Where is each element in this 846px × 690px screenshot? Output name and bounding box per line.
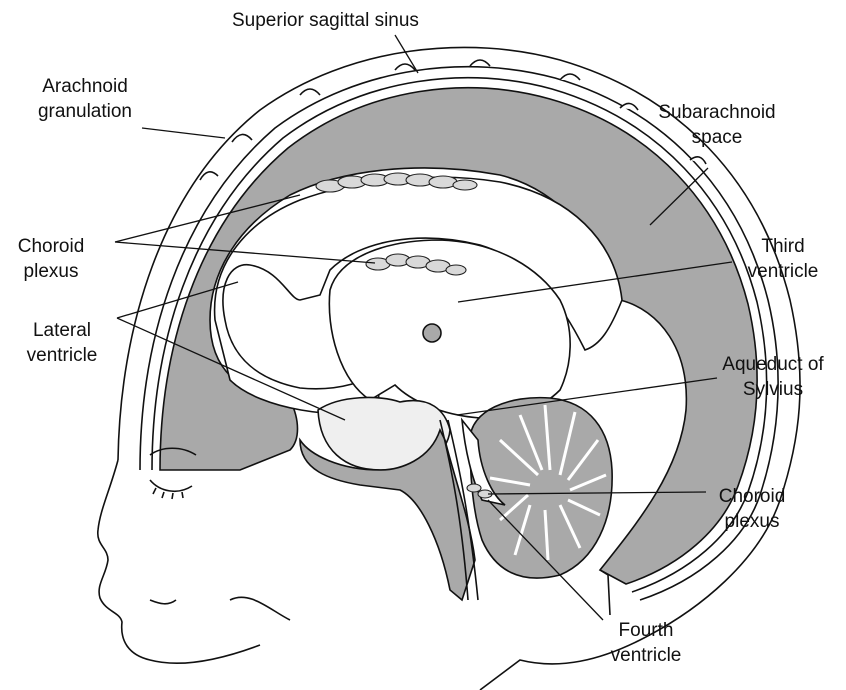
label-line-2: plexus xyxy=(712,509,792,534)
label-superior-sagittal-sinus: Superior sagittal sinus xyxy=(232,8,419,33)
label-line-1: Third xyxy=(735,234,831,259)
mouth xyxy=(150,600,176,604)
label-line-1: Choroid xyxy=(712,484,792,509)
label-arachnoid-granulation: Arachnoid granulation xyxy=(22,74,148,124)
label-line-1: Arachnoid xyxy=(22,74,148,99)
label-line-1: Choroid xyxy=(12,234,90,259)
label-subarachnoid-space: Subarachnoid space xyxy=(652,100,782,150)
label-line-1: Fourth xyxy=(598,618,694,643)
label-aqueduct-of-sylvius: Aqueduct of Sylvius xyxy=(718,352,828,402)
eye-closed xyxy=(150,480,192,491)
label-line-1: Lateral xyxy=(14,318,110,343)
label-line-2: granulation xyxy=(22,99,148,124)
label-lateral-ventricle: Lateral ventricle xyxy=(14,318,110,368)
label-choroid-plexus-upper: Choroid plexus xyxy=(12,234,90,284)
chin-line xyxy=(230,597,290,620)
label-third-ventricle: Third ventricle xyxy=(735,234,831,284)
label-line-2: ventricle xyxy=(14,343,110,368)
neck-line xyxy=(600,570,610,615)
label-text: Superior sagittal sinus xyxy=(232,8,419,33)
eye-lashes xyxy=(153,488,183,499)
label-line-2: ventricle xyxy=(598,643,694,668)
label-fourth-ventricle: Fourth ventricle xyxy=(598,618,694,668)
label-line-2: Sylvius xyxy=(718,377,828,402)
massa-intermedia xyxy=(423,324,441,342)
label-line-2: plexus xyxy=(12,259,90,284)
label-line-2: space xyxy=(652,125,782,150)
label-line-1: Aqueduct of xyxy=(718,352,828,377)
label-line-1: Subarachnoid xyxy=(652,100,782,125)
label-choroid-plexus-lower: Choroid plexus xyxy=(712,484,792,534)
label-line-2: ventricle xyxy=(735,259,831,284)
